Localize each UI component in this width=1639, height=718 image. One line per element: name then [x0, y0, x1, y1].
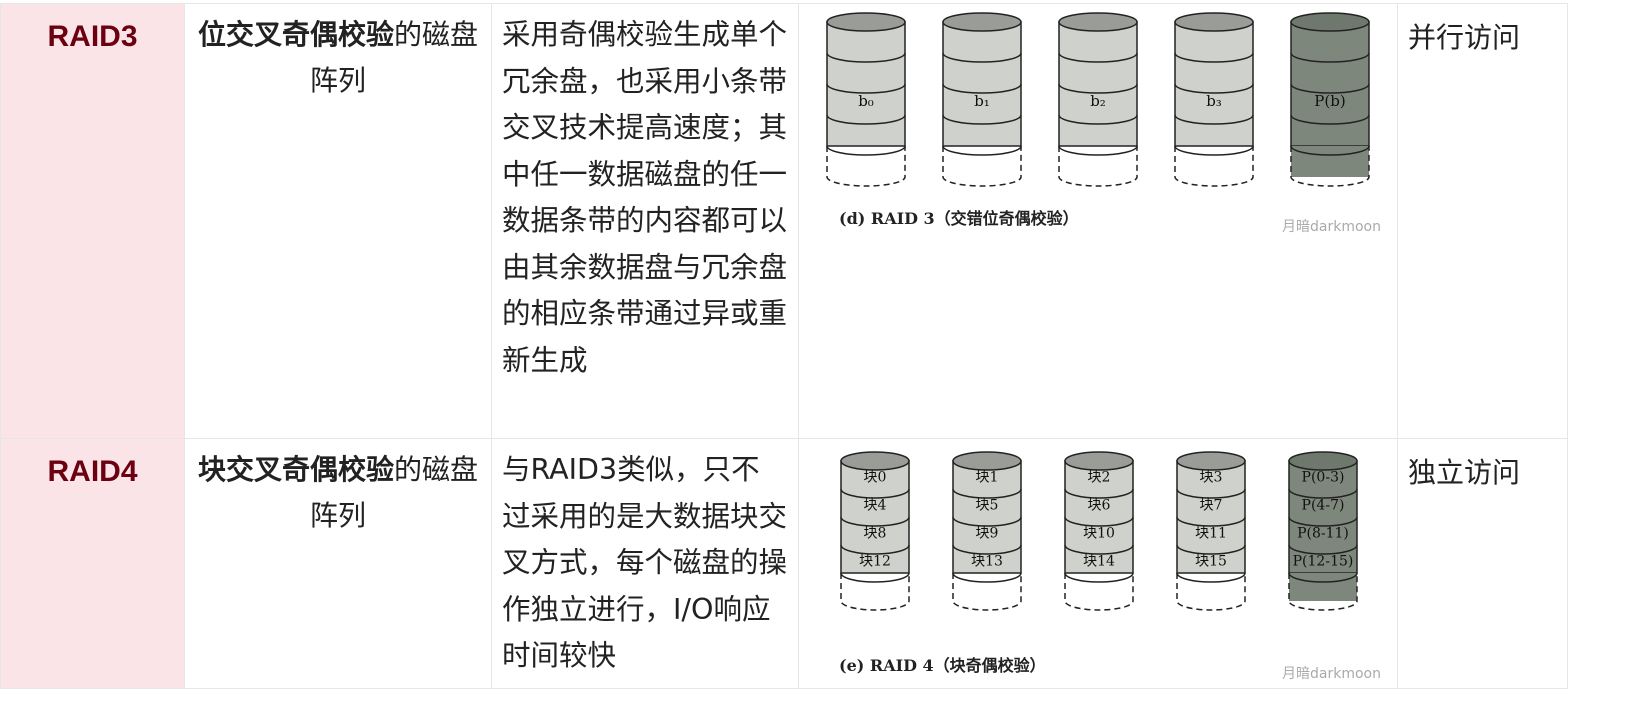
- disk-label: 块8: [864, 526, 887, 542]
- access-mode: 独立访问: [1408, 456, 1521, 489]
- disk-0: 块0 块4 块8 块12: [840, 451, 910, 611]
- raid-name-bold: 位交叉奇偶校验: [197, 18, 394, 51]
- description-cell: 采用奇偶校验生成单个冗余盘，也采用小条带交叉技术提高速度；其中任一数据磁盘的任一…: [491, 3, 799, 439]
- disk-label: 块9: [976, 526, 999, 542]
- disk-label: P(b): [1314, 92, 1345, 110]
- disk-1: 块1 块5 块9 块13: [952, 451, 1022, 611]
- raid-table: RAID3 位交叉奇偶校验的磁盘阵列 采用奇偶校验生成单个冗余盘，也采用小条带交…: [0, 3, 1568, 689]
- disk-label: 块14: [1083, 554, 1115, 570]
- disk-2: 块2 块6 块10 块14: [1064, 451, 1134, 611]
- figure-cell: b₀ b₁ b₂ b₃ P(b) (d) RAID 3（交错位奇偶校验） 月暗darkmoo…: [798, 3, 1398, 439]
- disk-label: 块0: [864, 470, 887, 486]
- disk-0: b₀: [826, 12, 906, 187]
- disk-label: 块12: [859, 554, 891, 570]
- figure-cell: 块0 块4 块8 块12 块1 块5 块9 块13 块2 块6 块10 块14 块3 块7 块11 块15 P(…: [798, 438, 1398, 689]
- disk-label: b₁: [974, 92, 990, 110]
- raid-level-cell: RAID4: [0, 438, 185, 689]
- raid-name: 块交叉奇偶校验的磁盘阵列: [185, 447, 491, 539]
- access-cell: 独立访问: [1397, 438, 1568, 689]
- raid-level: RAID3: [47, 20, 138, 53]
- disk-label: P(12-15): [1293, 554, 1354, 570]
- figure-caption: (e) RAID 4（块奇偶校验）: [839, 656, 1046, 675]
- disk-label: 块1: [976, 470, 999, 486]
- disk-label: 块15: [1195, 554, 1227, 570]
- access-cell: 并行访问: [1397, 3, 1568, 439]
- disk-label: 块6: [1088, 498, 1111, 514]
- disk-label: P(8-11): [1297, 526, 1349, 542]
- figure-caption: (d) RAID 3（交错位奇偶校验）: [839, 209, 1079, 228]
- raid4-diagram: 块0 块4 块8 块12 块1 块5 块9 块13 块2 块6 块10 块14 块3 块7 块11 块15 P(…: [839, 451, 1381, 682]
- raid3-diagram: b₀ b₁ b₂ b₃ P(b) (d) RAID 3（交错位奇偶校验） 月暗darkmoo…: [826, 12, 1381, 235]
- disk-label: 块5: [976, 498, 999, 514]
- disk-1: b₁: [942, 12, 1022, 187]
- raid-name-bold: 块交叉奇偶校验: [197, 453, 394, 486]
- disk-label: 块3: [1200, 470, 1223, 486]
- description-cell: 与RAID3类似，只不过采用的是大数据块交叉方式，每个磁盘的操作独立进行，I/O…: [491, 438, 799, 689]
- disk-label: b₃: [1206, 92, 1222, 110]
- disk-3: 块3 块7 块11 块15: [1176, 451, 1246, 611]
- disk-label: b₀: [858, 92, 874, 110]
- disk-label: 块13: [971, 554, 1003, 570]
- raid-name-rest: 的磁盘阵列: [309, 18, 479, 97]
- raid-name-rest: 的磁盘阵列: [309, 453, 479, 532]
- disk-label: 块2: [1088, 470, 1111, 486]
- watermark: 月暗darkmoon: [1282, 219, 1381, 235]
- disk-4: P(b): [1290, 12, 1370, 187]
- disk-label: 块7: [1200, 498, 1223, 514]
- raid-level-cell: RAID3: [0, 3, 185, 439]
- raid-name-cell: 块交叉奇偶校验的磁盘阵列: [184, 438, 492, 689]
- disk-label: 块11: [1195, 526, 1227, 542]
- raid-level: RAID4: [47, 455, 138, 488]
- raid-description: 采用奇偶校验生成单个冗余盘，也采用小条带交叉技术提高速度；其中任一数据磁盘的任一…: [502, 18, 788, 377]
- disk-label: P(4-7): [1302, 498, 1345, 514]
- raid-name: 位交叉奇偶校验的磁盘阵列: [185, 12, 491, 104]
- access-mode: 并行访问: [1408, 21, 1521, 54]
- disk-label: b₂: [1090, 92, 1106, 110]
- table-row: RAID4 块交叉奇偶校验的磁盘阵列 与RAID3类似，只不过采用的是大数据块交…: [0, 438, 1568, 689]
- watermark: 月暗darkmoon: [1282, 666, 1381, 682]
- disk-3: b₃: [1174, 12, 1254, 187]
- raid-description: 与RAID3类似，只不过采用的是大数据块交叉方式，每个磁盘的操作独立进行，I/O…: [502, 453, 788, 672]
- disk-label: 块4: [864, 498, 887, 514]
- disk-4: P(0-3) P(4-7) P(8-11) P(12-15): [1288, 451, 1358, 611]
- disk-label: P(0-3): [1302, 470, 1345, 486]
- raid-name-cell: 位交叉奇偶校验的磁盘阵列: [184, 3, 492, 439]
- table-row: RAID3 位交叉奇偶校验的磁盘阵列 采用奇偶校验生成单个冗余盘，也采用小条带交…: [0, 3, 1568, 439]
- disk-2: b₂: [1058, 12, 1138, 187]
- disk-label: 块10: [1083, 526, 1115, 542]
